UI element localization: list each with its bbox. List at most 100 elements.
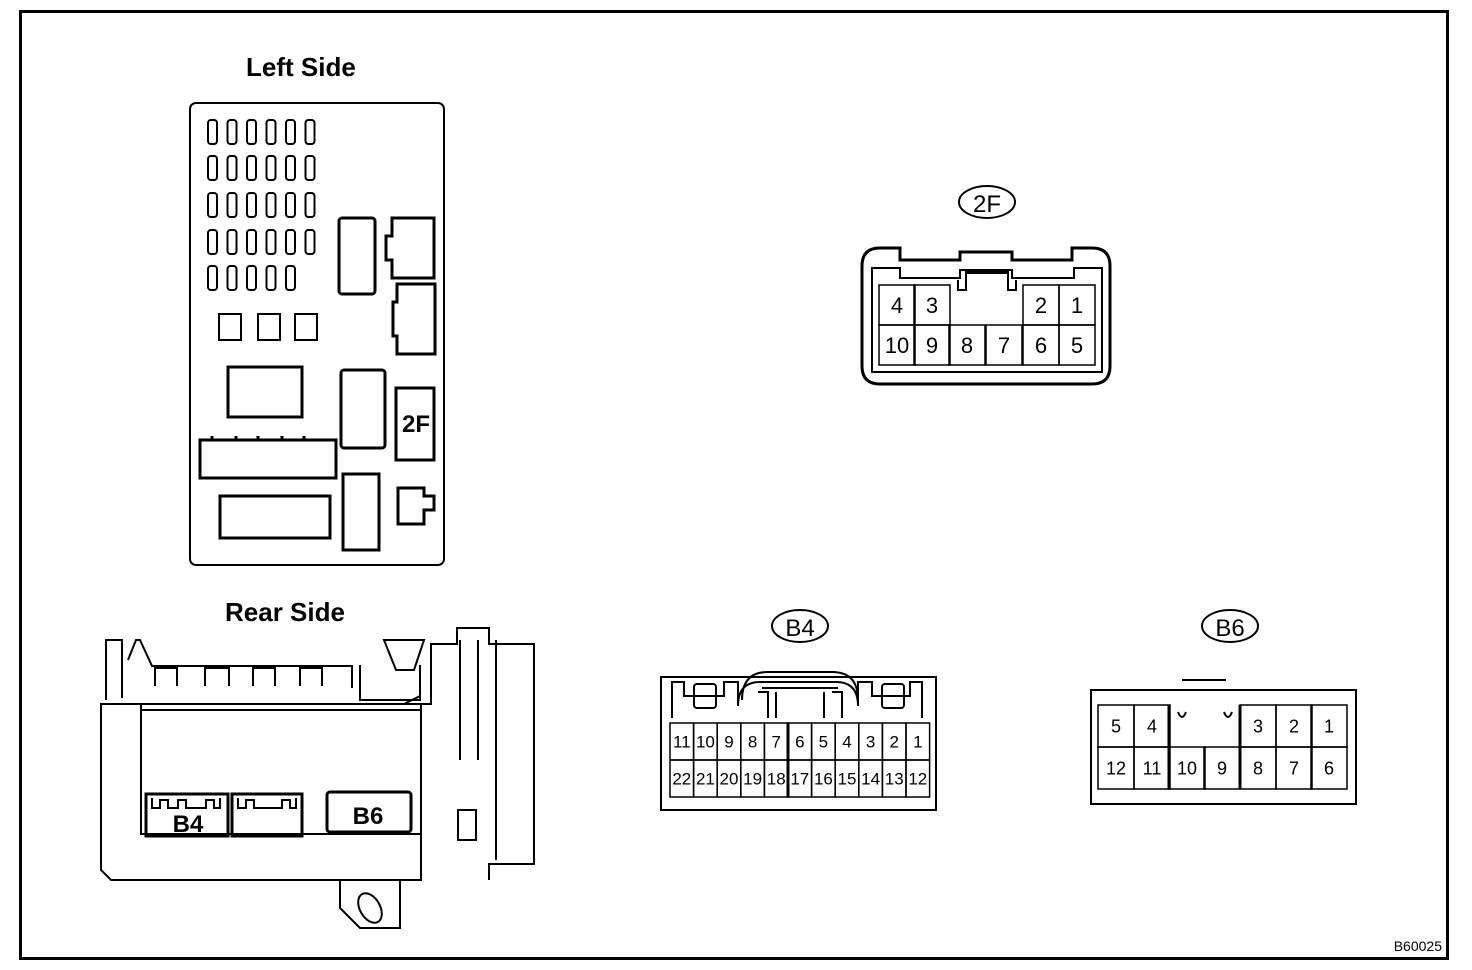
c2f-pin-number: 1 xyxy=(1071,293,1083,318)
fuse-slot xyxy=(246,265,257,291)
rear-bracket xyxy=(421,627,535,880)
fuse-slot xyxy=(285,229,296,255)
rear-mount-tab xyxy=(339,880,401,929)
b6-pin-cell xyxy=(1275,746,1313,790)
rear-b4-connector xyxy=(144,792,230,838)
connector-b6-key xyxy=(1177,711,1233,718)
b4-pin-number: 18 xyxy=(767,770,786,789)
figure-frame xyxy=(19,10,1449,960)
connector-b4-lock xyxy=(741,671,859,718)
left-side-title: Left Side xyxy=(246,52,356,82)
rear-latch xyxy=(359,639,426,701)
fuse-slot xyxy=(265,155,277,181)
connector-socket xyxy=(337,216,377,296)
b4-pin-number: 7 xyxy=(771,733,780,752)
b6-pin-number: 5 xyxy=(1111,716,1121,736)
b4-pin-number: 5 xyxy=(819,733,828,752)
left-side-junction-block xyxy=(189,102,445,566)
b4-pin-number: 1 xyxy=(913,733,922,752)
rear-bracket-detail xyxy=(457,640,497,860)
fuse-slot xyxy=(207,265,218,291)
connector-2f-housing xyxy=(860,246,1112,386)
c2f-pin-number: 8 xyxy=(961,333,973,358)
connector-b4-guide xyxy=(693,683,717,709)
connector-b4-housing xyxy=(660,676,937,811)
b6-pin-number: 10 xyxy=(1177,758,1197,778)
connector-long xyxy=(198,436,338,480)
fuse-slot xyxy=(246,229,257,255)
fuse-slot xyxy=(285,192,296,218)
b4-pin-number: 4 xyxy=(842,733,851,752)
fuse-slot xyxy=(246,155,257,181)
fuse-slot xyxy=(226,119,238,145)
c2f-pin-number: 7 xyxy=(998,333,1010,358)
b4-pin-number: 20 xyxy=(720,770,739,789)
c2f-pin-cell xyxy=(878,324,916,366)
b6-pin-number: 1 xyxy=(1324,716,1334,736)
fuse-slot xyxy=(226,155,238,181)
b6-pin-number: 4 xyxy=(1147,716,1157,736)
rear-b4-connector-adjacent xyxy=(230,792,304,838)
c2f-pin-number: 5 xyxy=(1071,333,1083,358)
figure-code: B60025 xyxy=(1393,938,1442,954)
connector-b4-guide xyxy=(881,683,905,709)
b4-pin-number: 3 xyxy=(866,733,875,752)
connector-2f-code: 2F xyxy=(973,191,1001,218)
c2f-pin-number: 3 xyxy=(926,293,938,318)
connector-socket xyxy=(341,472,381,552)
rear-top-edge xyxy=(105,639,353,700)
connector-2f-code-badge xyxy=(958,185,1016,219)
rear-comb-teeth xyxy=(154,667,323,686)
connector-2f-socket xyxy=(394,386,436,462)
b6-pin-number: 2 xyxy=(1289,716,1299,736)
connector-b6-code-badge xyxy=(1201,609,1259,643)
fuse-slot xyxy=(226,192,238,218)
c2f-pin-cell xyxy=(948,324,986,366)
b4-pin-number: 11 xyxy=(673,733,691,752)
b4-pin-number: 13 xyxy=(885,770,904,789)
c2f-pin-number: 2 xyxy=(1035,293,1047,318)
c2f-pin-number: 4 xyxy=(891,293,903,318)
b4-pin-number: 6 xyxy=(795,733,804,752)
mount-hole xyxy=(357,892,383,924)
b4-pin-number: 21 xyxy=(696,770,715,789)
fuse-slot xyxy=(207,119,218,145)
fuse-slot xyxy=(207,192,218,218)
b4-pin-number: 17 xyxy=(790,770,809,789)
b6-pin-number: 11 xyxy=(1143,758,1162,778)
rear-side-junction-block xyxy=(100,627,535,929)
fuse-slot xyxy=(304,192,316,218)
fuse-slot xyxy=(285,265,296,291)
fuse-slot xyxy=(265,265,277,291)
fuse-slot xyxy=(226,265,238,291)
connector-b6-code: B6 xyxy=(1215,615,1244,642)
b4-pin-number: 9 xyxy=(724,733,733,752)
b4-pin-number: 8 xyxy=(748,733,757,752)
b4-pin-number: 19 xyxy=(743,770,762,789)
fuse-slot xyxy=(265,229,277,255)
b6-pin-number: 12 xyxy=(1106,758,1126,778)
fuse-slot xyxy=(246,119,257,145)
relay-socket xyxy=(218,313,242,341)
rear-b6-label: B6 xyxy=(353,803,384,830)
rear-b4-teeth xyxy=(151,798,297,809)
connector-b4-code-badge xyxy=(771,609,829,643)
b4-pin-number: 15 xyxy=(838,770,857,789)
rear-b4-label: B4 xyxy=(173,811,204,838)
block-outline xyxy=(189,102,445,566)
fuse-slot xyxy=(285,119,296,145)
fuse-slot xyxy=(207,155,218,181)
rear-side-title: Rear Side xyxy=(225,597,345,627)
c2f-pin-number: 6 xyxy=(1035,333,1047,358)
c2f-pin-cell xyxy=(985,324,1023,366)
b6-pin-number: 9 xyxy=(1217,758,1227,778)
connector-socket xyxy=(339,368,387,450)
connector-2f-key xyxy=(957,271,1017,291)
rear-body-inner xyxy=(140,695,421,835)
